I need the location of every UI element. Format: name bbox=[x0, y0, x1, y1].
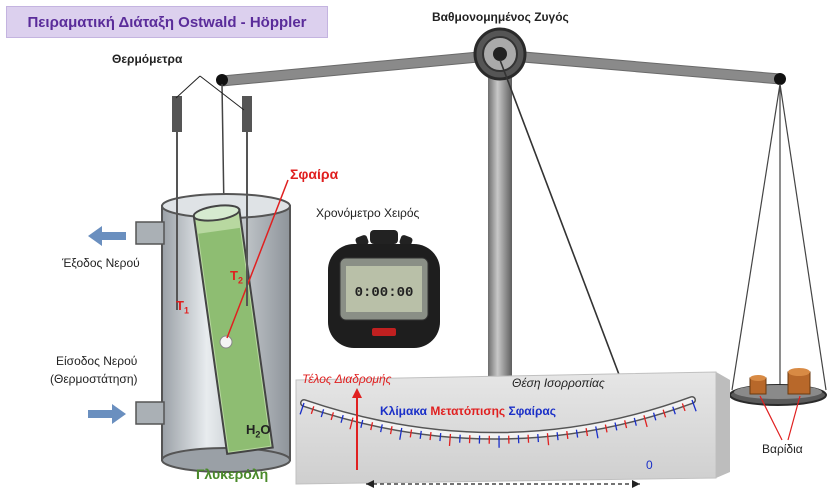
scale-tick bbox=[459, 434, 461, 443]
scale-tick bbox=[652, 412, 657, 421]
equilibrium-label: Θέση Ισορροπίας bbox=[512, 376, 605, 390]
scale-tick bbox=[672, 406, 676, 415]
scale-tick bbox=[310, 406, 315, 415]
zero-mark-label: 0 bbox=[646, 458, 653, 472]
scale-ticks bbox=[299, 399, 697, 448]
pan-string-left bbox=[731, 83, 781, 391]
gear-hub bbox=[493, 47, 507, 61]
h2o-label: H2O bbox=[246, 422, 271, 440]
sphere bbox=[219, 335, 233, 349]
scale-tick bbox=[320, 409, 325, 418]
scale-tick bbox=[585, 428, 589, 437]
scale-tick bbox=[643, 415, 648, 428]
scale-tick bbox=[389, 426, 393, 435]
outlet-pipe bbox=[135, 221, 165, 245]
scale-tick bbox=[399, 427, 403, 440]
scale-tick bbox=[691, 399, 697, 412]
scale-tick bbox=[370, 422, 374, 431]
water-in-note: (Θερμοστάτηση) bbox=[50, 372, 138, 386]
water-out-arrow-icon bbox=[88, 226, 126, 246]
t1-label: T1 bbox=[176, 298, 189, 316]
balance-label: Βαθμονομημένος Ζυγός bbox=[432, 10, 569, 24]
scale-tick bbox=[633, 417, 637, 426]
title-banner: Πειραματική Διάταξη Ostwald - Höppler bbox=[6, 6, 328, 38]
sphere-pointer bbox=[226, 179, 289, 339]
beam-left-pivot bbox=[216, 74, 228, 86]
scale-tick bbox=[537, 434, 540, 443]
range-arrow-left bbox=[366, 480, 374, 488]
scale-tick bbox=[614, 422, 618, 431]
thermo-pointer-1 bbox=[175, 75, 201, 99]
scale-tick bbox=[429, 432, 432, 441]
water-in-label: Είσοδος Νερού bbox=[56, 354, 138, 368]
scale-label: Κλίμακα Μετατόπισης Σφαίρας bbox=[380, 404, 557, 418]
weights-pointer-2 bbox=[787, 395, 801, 441]
scale-tick bbox=[380, 424, 383, 433]
scale-tick bbox=[546, 433, 550, 446]
thermometer-1-icon bbox=[172, 96, 182, 132]
scale-tick bbox=[575, 429, 579, 438]
weight-small-top bbox=[750, 375, 766, 381]
thermometers-label: Θερμόμετρα bbox=[112, 52, 183, 66]
stopwatch-icon: 0:00:00 bbox=[328, 230, 440, 348]
scale-tick bbox=[419, 430, 422, 439]
weights-label: Βαρίδια bbox=[762, 442, 803, 456]
weights-pointer-1 bbox=[759, 395, 783, 441]
glycerol-label: Γλυκερόλη bbox=[196, 466, 269, 482]
scale-tick bbox=[448, 433, 452, 446]
weight-large-top bbox=[788, 368, 810, 376]
range-arrow-right bbox=[632, 480, 640, 488]
falling-tube bbox=[192, 204, 274, 456]
pan-string-right bbox=[779, 83, 827, 391]
water-out-label: Έξοδος Νερού bbox=[62, 256, 140, 270]
scale-tick bbox=[340, 414, 344, 423]
svg-text:0:00:00: 0:00:00 bbox=[355, 285, 414, 301]
scale-tick bbox=[349, 417, 354, 430]
beam-right-pivot bbox=[774, 73, 786, 85]
thermometer-2-icon bbox=[242, 96, 252, 132]
scale-tick bbox=[624, 420, 628, 429]
scale-tick bbox=[556, 432, 559, 441]
travel-end-label: Τέλος Διαδρομής bbox=[302, 372, 392, 386]
glycerol-fill bbox=[198, 227, 271, 452]
sphere-label: Σφαίρα bbox=[290, 166, 339, 182]
scale-box-front bbox=[295, 371, 717, 485]
page-title: Πειραματική Διάταξη Ostwald - Höppler bbox=[27, 13, 307, 31]
travel-end-arrowhead bbox=[352, 388, 362, 398]
water-in-arrow-icon bbox=[88, 404, 126, 424]
scale-tick bbox=[439, 433, 442, 442]
scale-tick bbox=[409, 429, 413, 438]
scale-tick bbox=[604, 424, 608, 433]
scale-tick bbox=[681, 403, 686, 412]
t2-label: T2 bbox=[230, 268, 243, 286]
scale-tick bbox=[360, 419, 364, 428]
scale-tick bbox=[566, 430, 569, 440]
thermo-pointer-2 bbox=[199, 75, 245, 111]
scale-tick bbox=[330, 412, 335, 421]
scale-box-side bbox=[716, 372, 730, 478]
scale-tick bbox=[595, 426, 599, 439]
scale-tick bbox=[299, 402, 305, 415]
inlet-pipe bbox=[135, 401, 165, 425]
pointer-needle bbox=[499, 59, 641, 431]
stopwatch-label: Χρονόμετρο Χειρός bbox=[316, 206, 420, 220]
balance-pillar bbox=[488, 60, 512, 382]
scale-tick bbox=[662, 409, 667, 418]
